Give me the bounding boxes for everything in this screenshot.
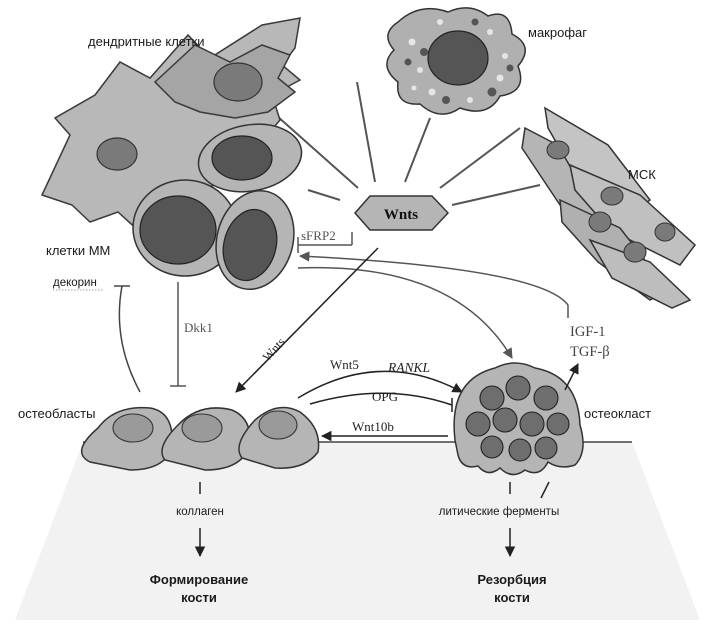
wnts-to-osteoblasts-arrow bbox=[235, 247, 379, 393]
osteoblasts-label: остеобласты bbox=[18, 406, 95, 421]
wnt5-rankl-arrow bbox=[297, 370, 463, 399]
wnt5-label: Wnt5 bbox=[330, 357, 359, 372]
mm-cells bbox=[132, 123, 303, 291]
wnts-center-label: Wnts bbox=[384, 207, 418, 223]
bone-resorption-label-line2: кости bbox=[494, 590, 530, 605]
msc-label: МСК bbox=[628, 167, 656, 182]
osteoclast-to-igf-arrow bbox=[564, 363, 579, 391]
dendritic-cells-label: дендритные клетки bbox=[88, 34, 205, 49]
igf-tgf-feedback-arrow bbox=[298, 251, 569, 306]
dkk1-label: Dkk1 bbox=[184, 320, 213, 335]
macrophage bbox=[386, 7, 526, 115]
igf1-label: IGF-1 bbox=[570, 324, 605, 340]
rankl-label: RANKL bbox=[387, 360, 430, 375]
bone-formation-label-line1: Формирование bbox=[150, 572, 248, 587]
osteoclast bbox=[453, 362, 584, 476]
wnts-arrow-label: Wnts bbox=[260, 335, 288, 364]
osteoclast-label: остеокласт bbox=[584, 406, 651, 421]
sfrp2-label: sFRP2 bbox=[301, 228, 336, 243]
macrophage-label: макрофаг bbox=[528, 25, 587, 40]
sfrp2-inhibition bbox=[297, 232, 353, 253]
opg-inhibition bbox=[309, 392, 453, 412]
osteoblasts bbox=[81, 406, 320, 471]
dkk1-inhibition bbox=[170, 282, 186, 387]
lytic-enzymes-label: литические ферменты bbox=[439, 506, 559, 518]
opg-label: OPG bbox=[372, 389, 398, 404]
wnts-hexagon bbox=[353, 195, 450, 231]
decorin-label: декорин bbox=[53, 277, 97, 289]
decorin-inhibition bbox=[114, 285, 141, 393]
bone-resorption-label-line1: Резорбция bbox=[477, 572, 546, 587]
mm-to-osteoclast-arrow bbox=[297, 266, 513, 359]
wnts-radiating-lines bbox=[267, 81, 541, 206]
mm-cells-label: клетки ММ bbox=[46, 243, 110, 258]
tgfb-label: TGF-β bbox=[570, 344, 610, 360]
msc-cells bbox=[521, 106, 697, 309]
dendritic-cells bbox=[40, 17, 302, 233]
bone-formation-label-line2: кости bbox=[181, 590, 217, 605]
wnt10b-label: Wnt10b bbox=[352, 419, 394, 434]
resorption-arrows bbox=[504, 481, 550, 558]
collagen-label: коллаген bbox=[176, 506, 224, 518]
bone-matrix bbox=[15, 442, 700, 620]
